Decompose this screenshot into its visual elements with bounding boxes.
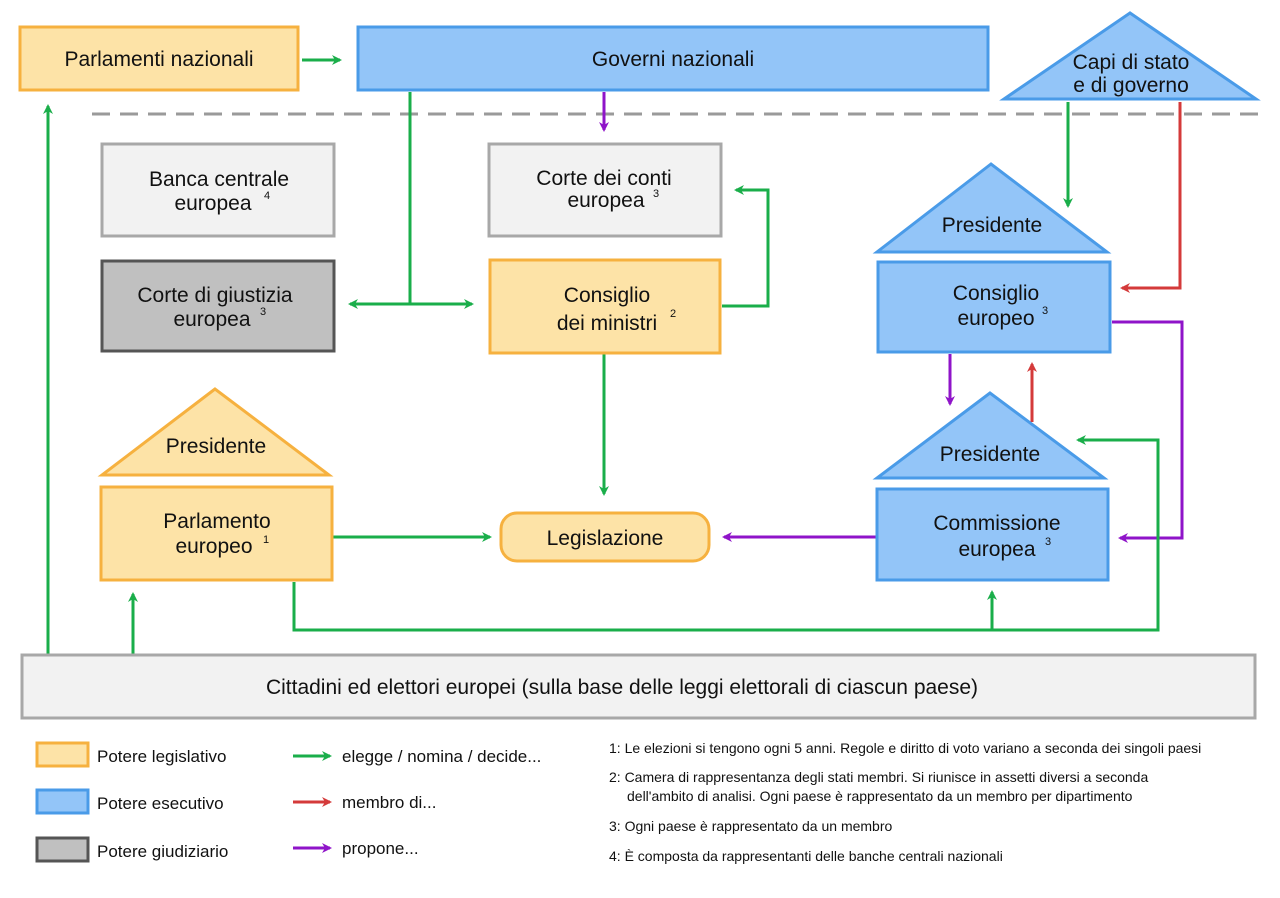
parlamenti-nazionali-label: Parlamenti nazionali	[64, 48, 253, 71]
presidente-commissione-triangle	[872, 391, 1109, 480]
commissione-europea-label-1: Commissione	[933, 512, 1060, 535]
consiglio-europeo-label-1: Consiglio	[953, 282, 1039, 305]
consiglio-europeo-label-2: europeo	[957, 307, 1034, 330]
presidente-consiglio-label: Presidente	[942, 214, 1042, 237]
arrow-consiglio-europeo-proposes-commissione	[1112, 320, 1184, 543]
legend-label-judicial: Potere giudiziario	[97, 842, 228, 861]
governi-nazionali-label: Governi nazionali	[592, 48, 754, 71]
presidente-parlamento-triangle	[97, 387, 334, 477]
footnote-1: 1: Le elezioni si tengono ogni 5 anni. R…	[609, 740, 1201, 756]
legend-label-elects: elegge / nomina / decide...	[342, 747, 541, 766]
consiglio-ministri-label-2: dei ministri	[557, 312, 657, 335]
presidente-consiglio-triangle	[872, 162, 1112, 254]
banca-centrale-box	[100, 142, 336, 238]
arrow-capi-member-of-consiglio-europeo	[1120, 102, 1182, 293]
commissione-europea-box	[875, 487, 1110, 582]
banca-centrale-label-2: europea	[174, 192, 251, 215]
consiglio-europeo-box	[876, 260, 1112, 354]
presidente-commissione-label: Presidente	[940, 443, 1040, 466]
parlamento-europeo-box	[99, 485, 334, 582]
consiglio-europeo-note: 3	[1042, 305, 1048, 317]
corte-giustizia-label-1: Corte di giustizia	[137, 284, 293, 307]
banca-centrale-label-1: Banca centrale	[149, 168, 289, 191]
capi-di-stato-triangle	[999, 11, 1261, 101]
legend: Potere legislativo Potere esecutivo Pote…	[35, 741, 541, 863]
legend-label-member: membro di...	[342, 793, 436, 812]
line-parlamento-to-commissione	[292, 435, 1160, 632]
capi-di-stato-label-1: Capi di stato	[1073, 51, 1190, 74]
corte-conti-label-1: Corte dei conti	[536, 167, 671, 190]
legislazione-box	[499, 511, 711, 563]
commissione-europea-note: 3	[1045, 536, 1051, 548]
parlamenti-nazionali-box	[18, 25, 300, 92]
arrow-consiglio-ministri-to-corte-conti	[722, 185, 770, 308]
legislazione-label: Legislazione	[547, 527, 664, 550]
consiglio-ministri-label-1: Consiglio	[564, 284, 650, 307]
banca-centrale-note: 4	[264, 190, 270, 202]
parlamento-europeo-label-1: Parlamento	[163, 510, 270, 533]
parlamento-europeo-label-2: europeo	[175, 535, 252, 558]
corte-giustizia-box	[100, 259, 336, 353]
consiglio-ministri-box	[488, 258, 722, 355]
legend-label-proposes: propone...	[342, 839, 419, 858]
legend-label-legislative: Potere legislativo	[97, 747, 226, 766]
parlamento-europeo-note: 1	[263, 534, 269, 546]
footnote-2-line-2: dell'ambito di analisi. Ogni paese è rap…	[627, 788, 1133, 804]
corte-giustizia-note: 3	[260, 306, 266, 318]
corte-conti-note: 3	[653, 188, 659, 200]
legend-swatch-judicial	[35, 836, 90, 863]
capi-di-stato-label-2: e di governo	[1073, 74, 1189, 97]
presidente-parlamento-label: Presidente	[166, 435, 266, 458]
corte-giustizia-label-2: europea	[173, 308, 250, 331]
footnote-2-line-1: 2: Camera di rappresentanza degli stati …	[609, 769, 1148, 785]
commissione-europea-label-2: europea	[958, 538, 1035, 561]
footnotes: 1: Le elezioni si tengono ogni 5 anni. R…	[609, 740, 1201, 864]
cittadini-label: Cittadini ed elettori europei (sulla bas…	[266, 676, 978, 699]
corte-conti-box	[487, 142, 723, 238]
corte-conti-label-2: europea	[567, 189, 644, 212]
legend-label-executive: Potere esecutivo	[97, 794, 224, 813]
legend-swatch-legislative	[35, 741, 90, 768]
footnote-4: 4: È composta da rappresentanti delle ba…	[609, 848, 1003, 864]
legend-swatch-executive	[35, 788, 90, 815]
consiglio-ministri-note: 2	[670, 308, 676, 320]
footnote-3: 3: Ogni paese è rappresentato da un memb…	[609, 818, 893, 834]
cittadini-box	[20, 653, 1257, 720]
governi-nazionali-box	[356, 25, 990, 92]
